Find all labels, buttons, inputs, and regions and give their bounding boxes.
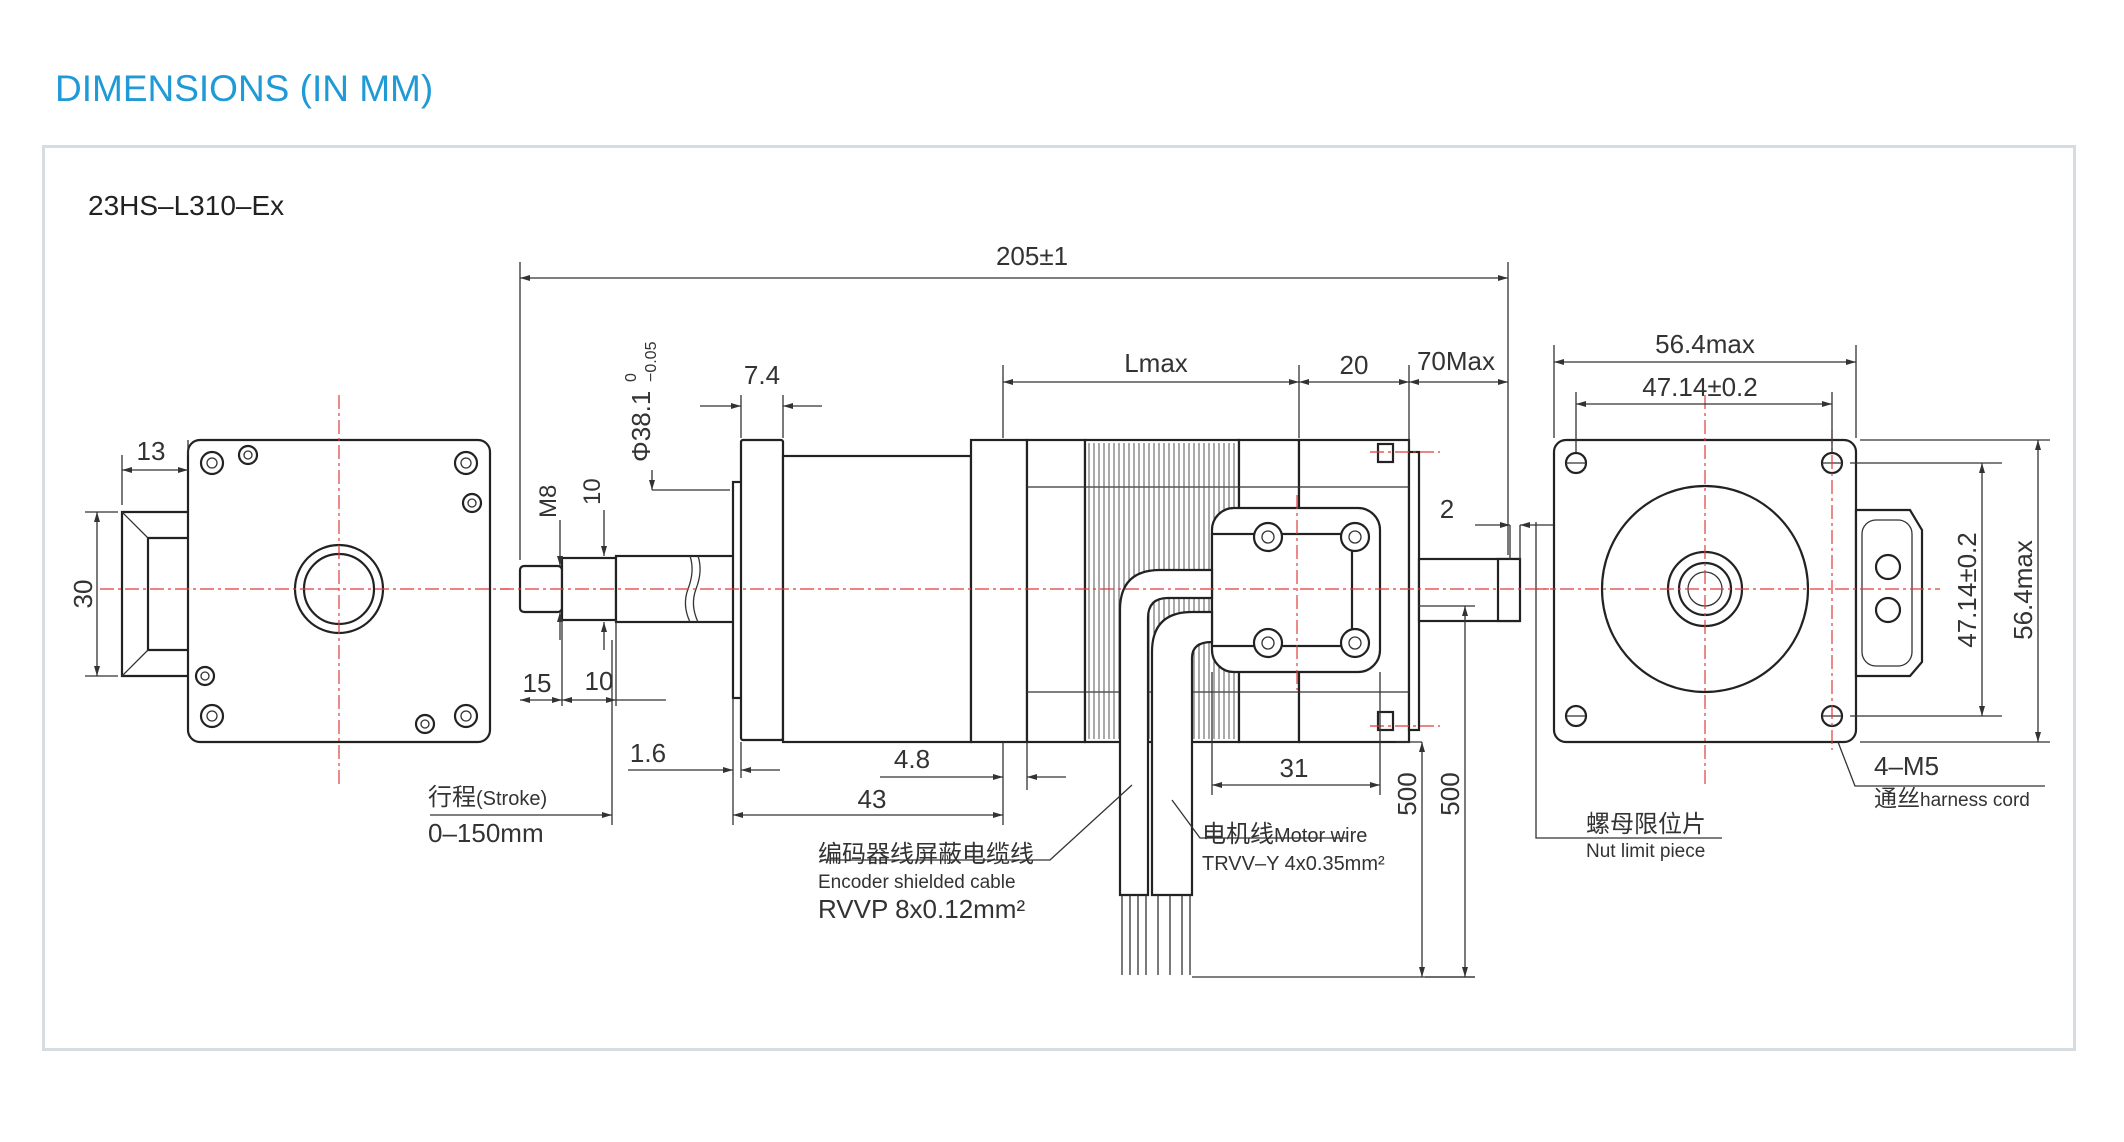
dim-13: 13 [137, 436, 166, 466]
dim-1-6: 1.6 [630, 738, 666, 768]
stroke-range: 0–150mm [428, 818, 544, 848]
dim-47-14-top: 47.14±0.2 [1642, 372, 1757, 402]
encoder-cable-spec: RVVP 8x0.12mm² [818, 894, 1025, 924]
dim-m8: M8 [535, 485, 562, 518]
encoder-cable-cn: 编码器线屏蔽电缆线 [818, 841, 1034, 868]
section-title: DIMENSIONS (IN MM) [55, 68, 434, 109]
dim-phi38-tol-lower: −0.05 [643, 341, 660, 382]
side-dimensions [430, 262, 2045, 978]
dim-10-vertical: 10 [579, 478, 606, 505]
dim-overall-length: 205±1 [996, 241, 1068, 271]
dim-20: 20 [1340, 350, 1369, 380]
dim-7-4: 7.4 [744, 360, 780, 390]
dim-holes: 4–M5 [1874, 751, 1939, 781]
dim-500-b: 500 [1435, 772, 1465, 815]
stroke-label-en: (Stroke) [476, 788, 547, 810]
dim-47-14-side: 47.14±0.2 [1952, 532, 1982, 647]
model-name: 23HS–L310–Ex [88, 190, 285, 221]
dim-10-horizontal: 10 [585, 666, 614, 696]
motor-wire-cn: 电机线 [1202, 821, 1274, 848]
nut-limit-en: Nut limit piece [1586, 841, 1705, 862]
dim-lmax: Lmax [1124, 348, 1188, 378]
dim-2: 2 [1440, 494, 1454, 524]
dim-30: 30 [68, 580, 98, 609]
svg-text:行程(Stroke): 行程(Stroke) [428, 784, 547, 811]
svg-text:通丝harness cord: 通丝harness cord [1874, 785, 2030, 811]
drawing-labels: 205±1 Lmax 20 70Max 7.4 Φ38.1 0 −0.05 M8… [68, 241, 2038, 924]
dim-15: 15 [523, 668, 552, 698]
dim-43: 43 [858, 784, 887, 814]
dim-31: 31 [1280, 753, 1309, 783]
harness-cord-cn: 通丝 [1874, 785, 1920, 811]
dim-4-8: 4.8 [894, 744, 930, 774]
left-end-view [85, 395, 510, 785]
harness-cord-en: harness cord [1920, 790, 2030, 811]
dim-56-4max-side: 56.4max [2008, 540, 2038, 640]
dim-500-a: 500 [1392, 772, 1422, 815]
dim-phi38: Φ38.1 [626, 391, 656, 462]
motor-wire-en: Motor wire [1274, 825, 1367, 847]
nut-limit-cn: 螺母限位片 [1586, 811, 1706, 838]
dim-70max: 70Max [1417, 346, 1495, 376]
dim-phi38-tol-upper: 0 [623, 373, 640, 382]
side-view [500, 438, 1560, 975]
motor-wire-spec: TRVV–Y 4x0.35mm² [1202, 853, 1385, 875]
encoder-cable-en: Encoder shielded cable [818, 872, 1016, 893]
dim-56-4max-top: 56.4max [1655, 329, 1755, 359]
right-end-view [1535, 345, 2050, 785]
svg-text:电机线Motor wire: 电机线Motor wire [1202, 821, 1367, 848]
stroke-label-cn: 行程 [428, 784, 476, 811]
